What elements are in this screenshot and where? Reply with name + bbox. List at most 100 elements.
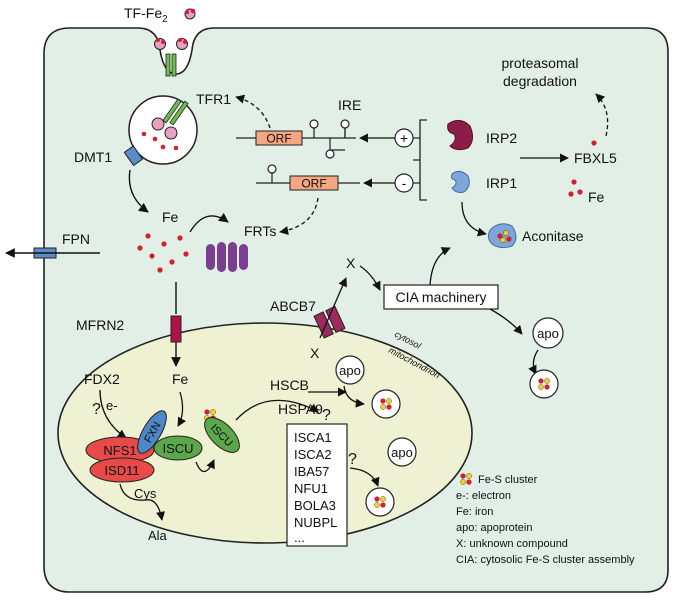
orf-bottom-label: ORF [301,177,326,191]
fe-cyto-label: Fe [162,209,179,225]
arrow-fe-to-iscu [177,391,187,427]
proteasomal-label-1: proteasomal [501,55,578,71]
arrow-endosome-to-fe [128,169,149,213]
e-minus-label: e- [106,398,118,413]
arrow-fbxl5-to-degradation [595,93,609,137]
core-complex: NFS1 ISD11 FXN ISCU [85,410,203,483]
cia-machinery-label: CIA machinery [395,289,486,305]
mitochondrion [57,322,473,544]
arrow-orf-to-frts [279,197,319,236]
target-item: NUBPL [294,515,337,530]
orf-top-label: ORF [266,132,291,146]
arrow-iscu-to-hscb [235,399,319,421]
fbxl5-label: FBXL5 [574,150,617,166]
frts-label: FRTs [244,223,276,239]
holo-protein-mito-1 [371,389,401,419]
dmt1-label: DMT1 [74,149,112,165]
apo-mito-1-label: apo [339,363,361,378]
legend-item: Fe-S cluster [478,474,538,486]
arrow-x-through-abcb7 [319,277,347,339]
iscu-complex-label: ISCU [162,441,193,456]
legend: Fe-S cluster e-: electron Fe: iron apo: … [456,473,635,566]
target-item: BOLA3 [294,498,336,513]
target-item: NFU1 [294,481,328,496]
mfrn2-label: MFRN2 [76,317,124,333]
orf-top-box [255,130,303,146]
arrow-apo-to-holo-cyto [528,349,539,375]
ferritin-icon [206,242,248,272]
fdx2-label: FDX2 [84,371,120,387]
mrna-ferritin: ORF [256,164,360,191]
arrow-irp1-to-aconitase [461,201,487,237]
apo-mito-1-circle [335,355,365,385]
irp2-label: IRP2 [486,130,517,146]
fpn-label: FPN [62,231,90,247]
ire-label: IRE [338,97,361,113]
iscu-free-ellipse [204,417,240,453]
dmt1-transporter [123,145,144,167]
abcb7-label: ABCB7 [270,298,316,314]
targets-list: ISCA1 ISCA2 IBA57 NFU1 BOLA3 NUBPL ... [294,430,337,545]
cia-machinery-box [383,284,499,310]
fxn-ellipse [137,410,167,454]
holo-protein-cyto [529,369,559,399]
tfr1-surface [154,38,188,77]
minus-label: - [402,175,407,191]
irp2-protein-icon [447,120,474,151]
apo-cyto-circle [532,317,564,349]
legend-item: e-: electron [456,490,511,502]
arrow-targets-to-holo [349,467,380,487]
irp1-label: IRP1 [486,175,517,191]
arrow-cys-to-ala [119,483,166,521]
fe-pool-cytosol: Fe [137,209,189,273]
irp1-protein-icon [450,170,470,193]
endosome [128,95,198,165]
arrow-cia-to-aconitase [429,247,451,286]
legend-item: Fe: iron [456,506,493,518]
hscb-label: HSCB [270,377,309,393]
nfs1-label: NFS1 [103,443,136,458]
orf-bottom-box [289,175,339,191]
proteasomal-label-2: degradation [503,73,577,89]
isd11-label: ISD11 [104,463,139,478]
target-item: IBA57 [294,464,329,479]
fe-right-label: Fe [588,189,605,205]
arrow-x-to-cia [359,265,381,291]
arrow-complex-to-iscu [195,459,215,473]
mfrn2-transporter [170,315,182,343]
hspa9-label: HSPA9 [278,401,323,417]
q1-label: ? [92,401,101,418]
apo-cyto-label: apo [537,326,559,341]
target-item: ... [294,530,305,545]
mrna-tfr1: ORF [236,119,356,159]
target-item: ISCA1 [294,430,332,445]
irp-bracket [413,119,427,201]
legend-item: X: unknown compound [456,538,568,550]
arrow-fdx2-to-complex [99,389,127,439]
transferrin-free: TF-Fe2 [124,5,196,25]
aconitase-icon [487,223,517,249]
legend-fes-icon [460,473,472,485]
legend-item: CIA: cytosolic Fe-S cluster assembly [456,554,635,566]
x-top-label: X [346,255,356,271]
q3-label: ? [348,451,357,468]
apo-mito-2-circle [387,437,417,467]
x-bottom-label: X [310,345,320,361]
iscu-complex-ellipse [153,435,203,461]
q2-label: ? [322,407,331,424]
aconitase-label: Aconitase [522,228,584,244]
arrow-fe-to-ferritin [189,212,229,233]
arrow-orf-to-tfr1 [235,94,271,129]
tfr1-label: TFR1 [196,91,231,107]
cys-label: Cys [134,486,157,501]
isd11-ellipse [89,457,155,483]
legend-item: apo: apoprotein [456,522,532,534]
plus-label: + [400,130,408,146]
apo-mito-2-label: apo [391,445,413,460]
tf-fe2-label: TF-Fe2 [124,5,168,25]
holo-protein-mito-2 [365,487,395,517]
target-item: ISCA2 [294,447,332,462]
ala-label: Ala [148,528,168,543]
